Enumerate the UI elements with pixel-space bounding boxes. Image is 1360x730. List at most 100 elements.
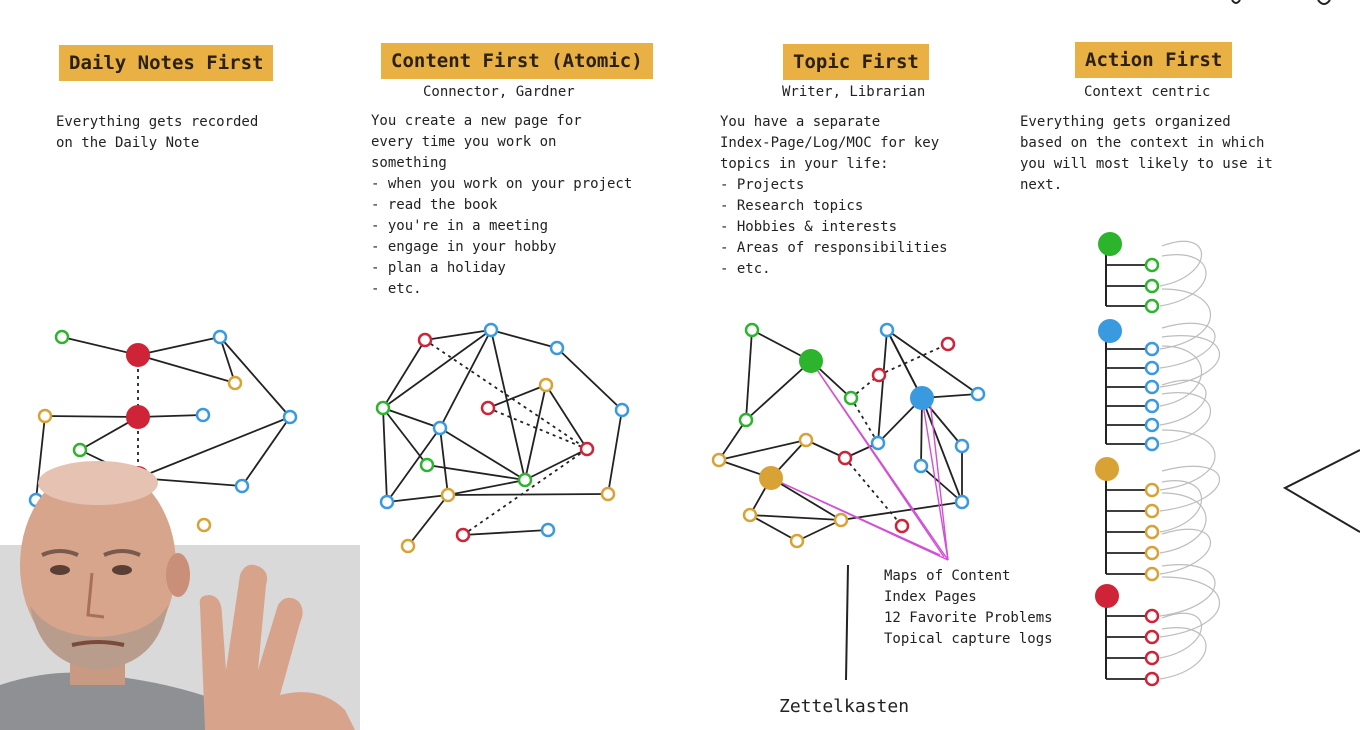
- presenter-video-overlay: [0, 461, 360, 730]
- graph-node: [871, 367, 887, 383]
- graph-node: [744, 322, 760, 338]
- graph-edge: [386, 427, 441, 503]
- graph-node: [614, 402, 630, 418]
- context-arrow: [1159, 379, 1207, 426]
- graph-edge: [796, 519, 842, 542]
- graph-edge: [545, 384, 588, 450]
- graph-edge: [886, 329, 923, 399]
- graph-edge: [844, 457, 903, 527]
- graph-edge: [487, 407, 588, 450]
- graph-node: [196, 517, 212, 533]
- graph-node: [483, 322, 499, 338]
- column-subtitle-content: Connector, Gardner: [423, 84, 575, 100]
- graph-edge: [382, 339, 426, 409]
- graph-node: [970, 386, 986, 402]
- graph-edge: [386, 494, 449, 503]
- graph-edge: [137, 336, 221, 356]
- graph-edge: [487, 384, 547, 409]
- column-title-daily: Daily Notes First: [59, 45, 274, 81]
- graph-node: [1098, 232, 1122, 256]
- graph-node: [417, 332, 433, 348]
- context-arrow: [1159, 564, 1216, 617]
- context-arrow: [1159, 465, 1220, 512]
- graph-node: [212, 329, 228, 345]
- graph-edge: [382, 407, 441, 429]
- graph-node: [282, 409, 298, 425]
- graph-node: [1144, 629, 1160, 645]
- graph-node: [227, 375, 243, 391]
- graph-edge: [920, 465, 963, 503]
- graph-node: [1144, 341, 1160, 357]
- graph-node: [1144, 566, 1160, 582]
- graph-edge: [137, 416, 291, 479]
- column-title-content: Content First (Atomic): [381, 43, 653, 79]
- graph-node: [738, 412, 754, 428]
- graph-node: [1144, 608, 1160, 624]
- graph-node: [419, 457, 435, 473]
- graph-node: [375, 400, 391, 416]
- column-title-action: Action First: [1075, 42, 1233, 78]
- column-description-topic: You have a separate Index-Page/Log/MOC f…: [720, 114, 948, 277]
- graph-edge: [878, 343, 949, 376]
- graph-node: [455, 527, 471, 543]
- graph-node: [54, 329, 70, 345]
- graph-node: [126, 405, 150, 429]
- context-arrow: [1159, 612, 1202, 659]
- graph-edge: [745, 329, 753, 421]
- graph-node: [1098, 319, 1122, 343]
- graph-node: [837, 450, 853, 466]
- graph-node: [1144, 436, 1160, 452]
- context-arrow: [1159, 240, 1202, 287]
- graph-edge: [382, 329, 492, 409]
- graph-edge: [607, 409, 623, 495]
- graph-edge: [490, 329, 526, 481]
- column-subtitle-topic: Writer, Librarian: [782, 84, 926, 100]
- graph-edge: [921, 397, 963, 503]
- context-arrow: [1159, 480, 1202, 533]
- context-arrow: [1159, 322, 1216, 369]
- graph-edge: [850, 397, 879, 444]
- graph-edge: [524, 384, 547, 481]
- column-description-content: You create a new page for every time you…: [371, 113, 633, 297]
- graph-node: [234, 478, 250, 494]
- context-arrow: [1159, 492, 1207, 554]
- graph-node: [195, 407, 211, 423]
- graph-edge: [439, 427, 526, 481]
- right-edge-shape: [1282, 449, 1360, 533]
- graph-edge: [810, 360, 945, 558]
- graph-node: [1144, 257, 1160, 273]
- graph-node: [870, 435, 886, 451]
- column-description-action: Everything gets organized based on the c…: [1020, 114, 1273, 193]
- graph-edge: [749, 514, 798, 542]
- graph-node: [1144, 482, 1160, 498]
- graph-edge: [424, 329, 492, 341]
- context-arrow: [1159, 345, 1202, 407]
- graph-node: [1095, 457, 1119, 481]
- context-arrow: [1159, 335, 1220, 388]
- graph-edge: [407, 494, 449, 547]
- column-subtitle-action: Context centric: [1084, 84, 1211, 100]
- graph-edge: [439, 427, 449, 496]
- graph-node: [1144, 503, 1160, 519]
- graph-node: [798, 432, 814, 448]
- graph-node: [37, 408, 53, 424]
- graph-edge: [241, 416, 291, 487]
- graph-node: [1144, 650, 1160, 666]
- graph-edge: [490, 329, 558, 349]
- graph-node: [1144, 671, 1160, 687]
- graph-node: [1144, 398, 1160, 414]
- graph-node: [833, 512, 849, 528]
- graph-node: [432, 420, 448, 436]
- graph-node: [540, 522, 556, 538]
- graph-edge: [219, 336, 291, 418]
- graph-node: [600, 486, 616, 502]
- graph-edge: [929, 399, 949, 561]
- graph-node: [400, 538, 416, 554]
- graph-node: [379, 494, 395, 510]
- graph-node: [1144, 298, 1160, 314]
- graph-node: [549, 340, 565, 356]
- graph-node: [843, 390, 859, 406]
- graph-edge: [424, 339, 588, 450]
- graph-node: [440, 487, 456, 503]
- graph-node: [789, 533, 805, 549]
